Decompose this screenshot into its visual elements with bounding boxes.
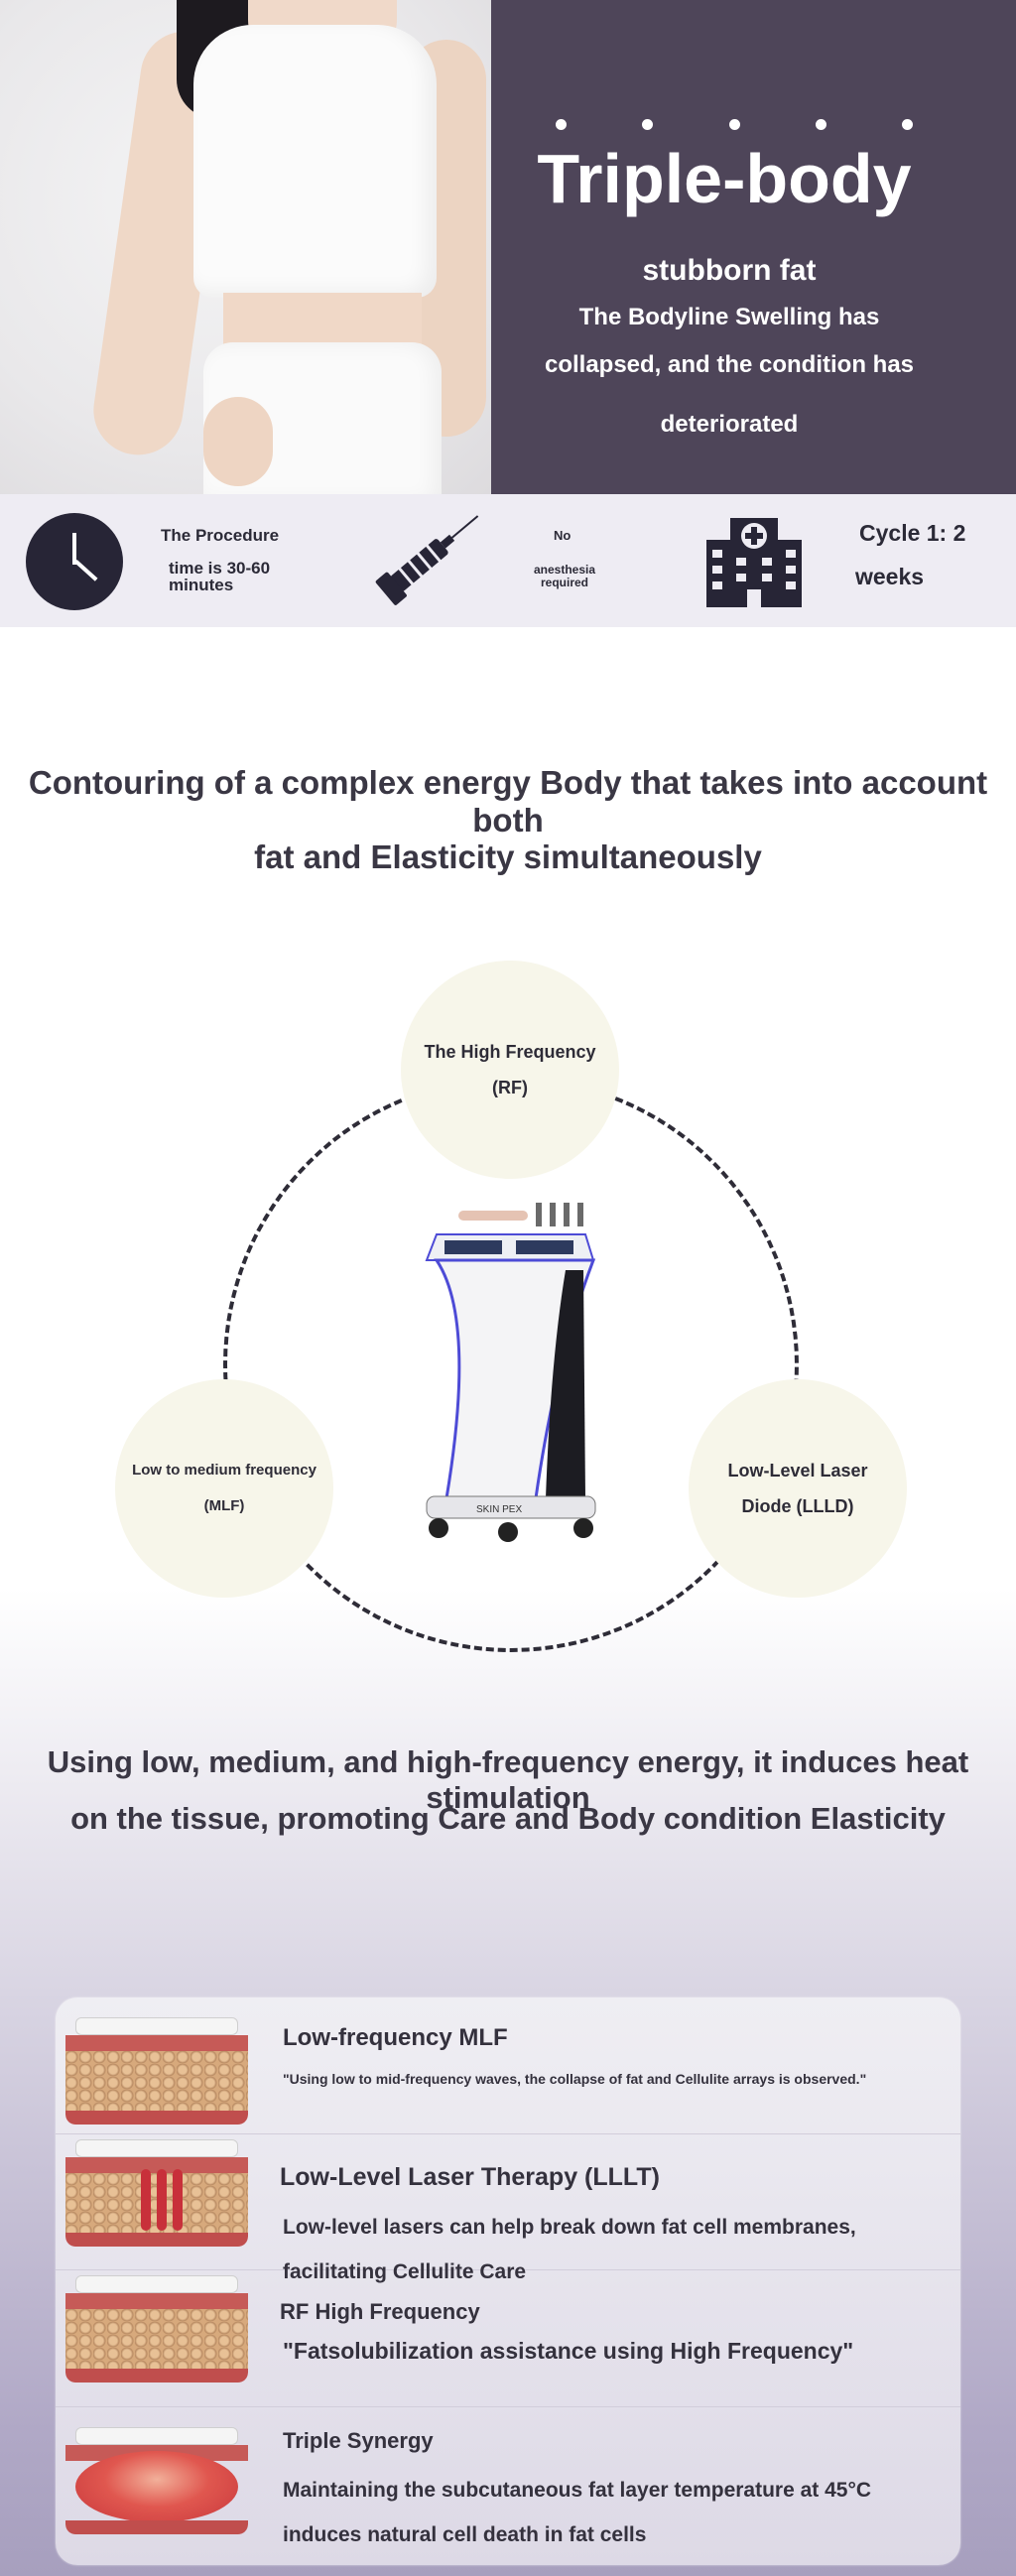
hero-title: Triple-body [537, 140, 912, 217]
hero-banner: Triple-body stubborn fat The Bodyline Sw… [0, 0, 1016, 494]
llld-label: Low-Level Laser [727, 1461, 868, 1481]
procedure-label: The Procedure [161, 526, 280, 545]
mlf-label: Low to medium frequency [132, 1462, 317, 1479]
syringe-icon [375, 515, 479, 605]
section-heading: fat and Elasticity simultaneously [254, 838, 762, 875]
hero-description-line: The Bodyline Swelling has [578, 304, 880, 330]
rf-abbrev: (RF) [492, 1078, 528, 1097]
rf-circle: The High Frequency (RF) [401, 961, 619, 1179]
model-photo [0, 0, 506, 494]
cycle-unit: weeks [855, 564, 925, 589]
procedure-time: time is 30-60 minutes [169, 559, 271, 594]
feature-text: "Using low to mid-frequency waves, the c… [283, 2071, 867, 2087]
divider [56, 2406, 960, 2407]
hero-text-panel [491, 0, 1016, 494]
mlf-circle: Low to medium frequency (MLF) [115, 1379, 333, 1598]
rf-illustration [65, 2275, 248, 2383]
llld-abbrev: Diode (LLLD) [741, 1496, 854, 1516]
feature-text: "Fatsolubilization assistance using High… [283, 2338, 854, 2364]
hero-description: The Bodyline Swelling has collapsed, and… [516, 294, 943, 449]
feature-title: Low-frequency MLF [283, 2024, 508, 2051]
hero-subtitle: stubborn fat [642, 254, 817, 287]
section-heading: Contouring of a complex energy Body that… [28, 764, 988, 838]
decorative-dots [556, 119, 913, 133]
hero-description-line: collapsed, and the condition has [544, 351, 915, 378]
mlf-abbrev: (MLF) [203, 1497, 245, 1514]
divider [56, 2269, 960, 2270]
section-heading: on the tissue, promoting Care and Body c… [70, 1801, 946, 1836]
cycle-label: Cycle 1: 2 [859, 520, 966, 546]
feature-title: RF High Frequency [280, 2299, 480, 2324]
device-image: SKIN PEX [425, 1203, 596, 1542]
rf-label: The High Frequency [424, 1042, 596, 1062]
mlf-illustration [65, 2017, 248, 2125]
divider [56, 2133, 960, 2134]
lllt-illustration [65, 2139, 248, 2247]
anesthesia-no: No [554, 528, 572, 543]
section-heading: Using low, medium, and high-frequency en… [47, 1744, 969, 1815]
llld-circle: Low-Level Laser Diode (LLLD) [689, 1379, 907, 1598]
info-bar [0, 494, 1016, 627]
feature-title: Low-Level Laser Therapy (LLLT) [280, 2163, 660, 2191]
anesthesia-text: anesthesia required [533, 563, 596, 589]
feature-text: Low-level lasers can help break down fat… [283, 2216, 856, 2283]
clock-icon [26, 513, 123, 610]
synergy-illustration [65, 2427, 248, 2534]
svg-text:SKIN PEX: SKIN PEX [476, 1504, 522, 1515]
feature-text: Maintaining the subcutaneous fat layer t… [283, 2479, 872, 2546]
hero-description-line: deteriorated [660, 411, 799, 438]
feature-title: Triple Synergy [283, 2428, 434, 2453]
hospital-icon [706, 518, 802, 607]
